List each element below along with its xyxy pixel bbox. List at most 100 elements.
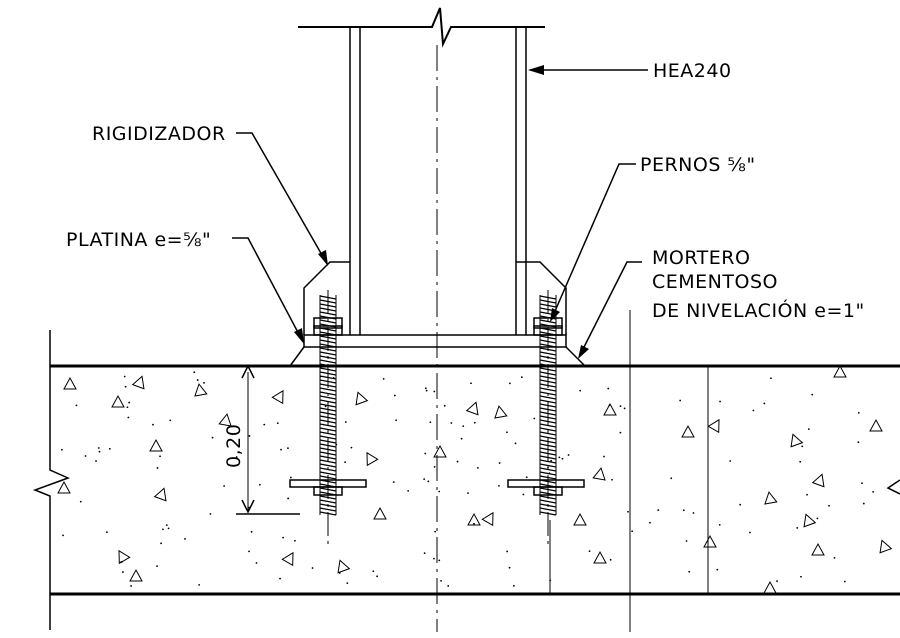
aggregate-dot (279, 577, 281, 580)
dimension-label: 0,20 (223, 424, 245, 468)
aggregate-dot (223, 485, 226, 487)
aggregate-dot (716, 568, 719, 571)
aggregate-triangle (790, 433, 804, 448)
aggregate-dot (250, 530, 253, 533)
aggregate-dot (263, 423, 266, 426)
aggregate-dot (124, 385, 127, 388)
bolt-thread-mark (539, 471, 557, 476)
aggregate-dot (165, 524, 168, 527)
aggregate-triangle (763, 580, 777, 594)
aggregate-dot (427, 480, 430, 483)
aggregate-triangle (131, 375, 145, 390)
leader-platina: PLATINA e=⅝" (66, 229, 304, 344)
bolt-thread-mark (319, 507, 337, 512)
aggregate-triangle (467, 512, 481, 526)
aggregate-triangle (465, 401, 479, 416)
bolt-thread-mark (539, 359, 557, 364)
aggregate-triangle (433, 444, 447, 458)
aggregate-dot (433, 390, 436, 393)
aggregate-dot (167, 527, 170, 530)
label-mortero-3: DE NIVELACIÓN e=1" (652, 298, 865, 322)
anchor-bolt-left (289, 290, 367, 545)
aggregate-dot (857, 411, 860, 414)
aggregate-dot (62, 534, 64, 537)
aggregate-dot (561, 457, 564, 460)
aggregate-dot (350, 446, 353, 449)
aggregate-dot (407, 489, 410, 492)
aggregate-triangle (111, 394, 125, 408)
bolt-thread-mark (319, 471, 337, 476)
aggregate-dot (127, 416, 130, 419)
concrete-slab (32, 310, 900, 632)
aggregate-dot (843, 580, 846, 583)
aggregate-dot (211, 436, 214, 439)
aggregate-dot (128, 401, 131, 404)
aggregate-dot (372, 570, 375, 573)
bolt-thread-mark (319, 423, 337, 428)
aggregate-dot (861, 482, 863, 485)
aggregate-dot (770, 377, 772, 380)
aggregate-dot (105, 531, 108, 534)
bolt-thread-mark (319, 359, 337, 364)
aggregate-dot (346, 582, 349, 585)
aggregate-triangle (703, 534, 717, 548)
aggregate-dot (799, 460, 802, 463)
leveling-grout (289, 346, 586, 367)
aggregate-triangle (355, 391, 369, 406)
aggregate-dot (508, 382, 511, 385)
aggregate-dot (193, 371, 196, 374)
aggregate-dot (198, 583, 201, 586)
aggregate-dot (280, 448, 282, 451)
bolt-thread-mark (539, 435, 557, 440)
aggregate-triangle (218, 413, 232, 427)
aggregate-dot (749, 531, 751, 534)
aggregate-dot (433, 465, 436, 468)
aggregate-dot (603, 455, 605, 458)
label-rigidizador: RIGIDIZADOR (92, 123, 226, 145)
aggregate-dot (97, 447, 100, 449)
aggregate-dot (438, 559, 441, 562)
aggregate-dot (800, 575, 802, 578)
aggregate-dot (294, 539, 296, 542)
aggregate-dot (857, 441, 860, 444)
stiffeners (303, 261, 567, 335)
aggregate-dot (776, 580, 778, 583)
aggregate-dot (75, 404, 78, 407)
aggregate-dot (611, 478, 613, 481)
aggregate-dot (806, 493, 808, 496)
aggregate-dot (443, 404, 446, 407)
aggregate-dot (796, 527, 799, 529)
aggregate-dot (607, 387, 610, 390)
aggregate-dot (508, 566, 511, 569)
aggregate-dot (631, 530, 634, 533)
aggregate-dot (608, 404, 611, 407)
aggregate-dot (338, 572, 341, 574)
bolt-thread-mark (539, 431, 557, 436)
bolt-thread-mark (539, 499, 557, 504)
aggregate-dot (763, 402, 766, 405)
aggregate-dot (462, 425, 465, 428)
aggregate-dot (395, 419, 398, 422)
aggregate-dot (811, 393, 814, 396)
leader-pernos: PERNOS ⅝" (550, 154, 755, 322)
aggregate-dot (393, 394, 396, 397)
aggregate-triangle (811, 542, 825, 556)
aggregate-dot (248, 435, 251, 437)
column-hea240 (349, 27, 527, 632)
bolt-thread-mark (539, 463, 557, 468)
aggregate-dot (425, 389, 428, 392)
bolt-thread-mark (539, 423, 557, 428)
aggregate-dot (203, 381, 205, 384)
aggregate-dot (108, 447, 111, 450)
aggregate-triangle (592, 467, 606, 481)
aggregate-dot (550, 459, 553, 462)
aggregate-dot (160, 542, 162, 545)
anchor-bolt-right (507, 290, 585, 545)
aggregate-dot (98, 450, 101, 453)
aggregate-dot (429, 421, 432, 424)
aggregate-triangle (681, 424, 695, 438)
aggregate-dot (282, 536, 284, 539)
aggregate-triangle (271, 389, 284, 405)
aggregate-dot (258, 483, 261, 486)
